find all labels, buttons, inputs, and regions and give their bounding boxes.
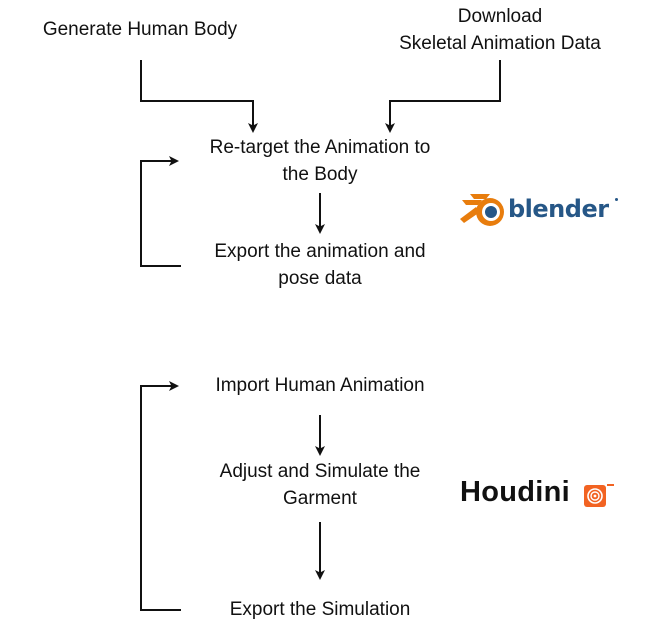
houdini-swirl-icon: [584, 485, 606, 507]
node-generate-human-body: Generate Human Body: [24, 16, 256, 43]
connector-download-to-retarget: [385, 60, 501, 133]
node-adjust-simulate-garment: Adjust and Simulate the Garment: [190, 458, 450, 512]
node-download-text-line1: Download: [457, 6, 543, 27]
blender-logo-icon: [460, 194, 504, 226]
connector-generate-to-retarget: [140, 60, 258, 133]
loop-connector-export-to-retarget: [140, 156, 181, 267]
houdini-trademark-mark: [607, 484, 614, 486]
node-import-text: Import Human Animation: [215, 375, 425, 396]
blender-trademark-dot: [615, 198, 618, 201]
node-download-skeletal-data: Download Skeletal Animation Data: [372, 3, 628, 57]
node-import-human-animation: Import Human Animation: [184, 372, 456, 399]
node-generate-text: Generate Human Body: [42, 19, 238, 40]
loop-connector-export-sim-to-import: [140, 381, 181, 611]
houdini-wordmark: Houdini: [460, 476, 571, 508]
node-retarget-text-line1: Re-target the Animation to: [209, 137, 431, 158]
node-export-anim-text-line2: pose data: [278, 268, 362, 289]
node-retarget-text-line2: the Body: [282, 164, 358, 185]
node-export-anim-text-line1: Export the animation and: [214, 241, 426, 262]
node-retarget-animation: Re-target the Animation to the Body: [178, 134, 462, 188]
node-export-animation: Export the animation and pose data: [184, 238, 456, 292]
blender-wordmark: blender: [508, 195, 609, 223]
node-export-simulation: Export the Simulation: [190, 596, 450, 623]
node-adjust-text-line2: Garment: [283, 488, 357, 509]
node-export-sim-text: Export the Simulation: [229, 599, 411, 620]
houdini-logo: Houdini: [460, 476, 620, 516]
node-adjust-text-line1: Adjust and Simulate the: [219, 461, 421, 482]
blender-logo: blender: [458, 187, 628, 229]
node-download-text-line2: Skeletal Animation Data: [399, 33, 601, 54]
